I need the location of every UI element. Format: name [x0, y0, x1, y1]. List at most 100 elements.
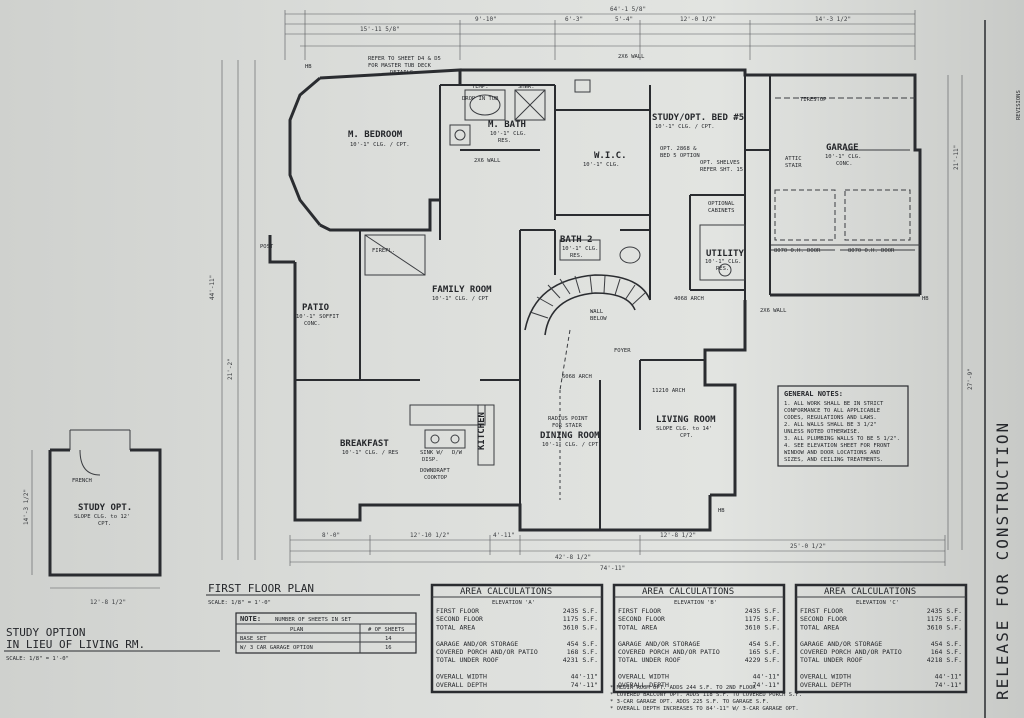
- note-cabinets: CABINETS: [708, 208, 735, 214]
- footnote-1: * MEDIA ROOM OPT. ADDS 244 S.F. TO 2ND F…: [610, 685, 756, 691]
- dim-right-1: 21'-11": [953, 145, 960, 170]
- note-opt-bed-2: BED 5 OPTION: [660, 153, 700, 159]
- dim-top-1: 15'-11 5/8": [360, 26, 400, 33]
- room-bath2-floor: RES.: [570, 253, 583, 259]
- title-first-floor-scale: SCALE: 1/8" = 1'-0": [208, 600, 271, 606]
- area-row-label: FIRST FLOOR: [436, 607, 479, 615]
- dim-bottom-4: 12'-8 1/2": [660, 532, 696, 539]
- note-attic: ATTIC: [785, 156, 802, 162]
- note-2x6-wall-c: 2X6 WALL: [760, 308, 787, 314]
- dim-top-2: 9'-10": [475, 16, 497, 23]
- dim-left-2: 21'-2": [227, 358, 234, 380]
- area-row-label: GARAGE AND/OR STORAGE: [800, 640, 882, 648]
- room-m-bedroom-ceiling: 10'-1" CLG. / CPT.: [350, 142, 410, 148]
- note-cooktop: COOKTOP: [424, 475, 448, 481]
- room-wic: W.I.C.: [594, 151, 627, 161]
- room-m-bath-ceiling: 10'-1" CLG.: [490, 131, 526, 137]
- room-utility-ceiling: 10'-1" CLG.: [705, 259, 741, 265]
- general-note-line-5: UNLESS NOTED OTHERWISE.: [784, 429, 860, 435]
- footnote-3: * 3-CAR GARAGE OPT. ADDS 225 S.F. TO GAR…: [610, 699, 769, 705]
- room-study-bed5-ceiling: 10'-1" CLG. / CPT.: [655, 124, 715, 130]
- area-row-label: TOTAL UNDER ROOF: [436, 656, 499, 664]
- area-row-value: 1175 S.F.: [563, 615, 598, 623]
- area-footnotes: * MEDIA ROOM OPT. ADDS 244 S.F. TO 2ND F…: [610, 685, 802, 712]
- room-wic-ceiling: 10'-1" CLG.: [583, 162, 619, 168]
- general-note-line-9: SIZES, AND CEILING TREATMENTS.: [784, 457, 883, 463]
- note-hb-2: HB: [922, 296, 929, 302]
- dim-bottom-3: 4'-11": [493, 532, 515, 539]
- note-disp: DISP.: [422, 457, 439, 463]
- room-study-opt-floor: CPT.: [98, 521, 111, 527]
- general-notes-title: GENERAL NOTES:: [784, 390, 843, 398]
- note-oh-door-2: 8070 O.H. DOOR: [848, 248, 895, 254]
- dim-bottom-5: 25'-0 1/2": [790, 543, 826, 550]
- area-row-label: COVERED PORCH AND/OR PATIO: [618, 648, 720, 656]
- room-breakfast-ceiling: 10'-1" CLG. / RES: [342, 450, 398, 456]
- note-sink: SINK W/: [420, 450, 443, 456]
- title-study-option: STUDY OPTION: [6, 626, 85, 639]
- area-row-label: SECOND FLOOR: [800, 615, 847, 623]
- sheet-note-row-1-plan: BASE SET: [240, 636, 267, 642]
- dim-bottom-2: 12'-10 1/2": [410, 532, 450, 539]
- sheet-note-row-2-plan: W/ 3 CAR GARAGE OPTION: [240, 645, 313, 651]
- area-row-label: TOTAL AREA: [800, 623, 839, 631]
- area-row-value: 74'-11": [753, 681, 780, 689]
- general-note-line-3: CODES, REGULATIONS AND LAWS.: [784, 415, 877, 421]
- room-kitchen: KITCHEN: [477, 412, 487, 450]
- bottom-dimensions: 8'-0" 12'-10 1/2" 4'-11" 12'-8 1/2" 25'-…: [289, 532, 946, 572]
- area-row-value: 4218 S.F.: [927, 656, 962, 664]
- plan-notes: REFER TO SHEET D4 & D5 FOR MASTER TUB DE…: [260, 54, 929, 514]
- room-family-ceiling: 10'-1" CLG. / CPT: [432, 296, 489, 302]
- area-row-label: TOTAL UNDER ROOF: [618, 656, 681, 664]
- area-row-label: FIRST FLOOR: [800, 607, 843, 615]
- room-patio-soffit: 10'-1" SOFFIT: [296, 314, 340, 320]
- room-study-bed5: STUDY/OPT. BED #5: [652, 113, 744, 123]
- area-row-value: 44'-11": [753, 673, 780, 681]
- sheet-note-subtitle: NUMBER OF SHEETS IN SET: [275, 617, 352, 623]
- area-row-value: 164 S.F.: [931, 648, 962, 656]
- general-note-line-2: CONFORMANCE TO ALL APPLICABLE: [784, 408, 880, 414]
- garage-doors: [774, 97, 915, 241]
- room-patio-floor: CONC.: [304, 321, 321, 327]
- room-m-bedroom: M. BEDROOM: [348, 130, 403, 140]
- note-foyer: FOYER: [614, 348, 631, 354]
- room-patio: PATIO: [302, 303, 330, 313]
- top-dimensions: 64'-1 5/8" 15'-11 5/8" 9'-10" 6'-3" 5'-4…: [284, 6, 916, 60]
- sheet-note-title: NOTE:: [240, 615, 261, 623]
- dim-top-5: 12'-0 1/2": [680, 16, 716, 23]
- note-2x6-wall-a: 2X6 WALL: [618, 54, 645, 60]
- area-row-label: TOTAL AREA: [436, 623, 475, 631]
- room-labels: M. BEDROOM 10'-1" CLG. / CPT. M. BATH 10…: [296, 113, 861, 456]
- note-refer: REFER TO SHEET D4 & D5: [368, 56, 441, 62]
- room-living-ceiling: SLOPE CLG. to 14': [656, 426, 712, 432]
- right-dimensions: 21'-11" 27'-9": [947, 75, 974, 550]
- sheet-note-row-2-count: 16: [385, 645, 392, 651]
- note-refer-2: FOR MASTER TUB DECK: [368, 63, 432, 69]
- room-utility: UTILITY: [706, 249, 745, 259]
- note-arch-1: 6068 ARCH: [562, 374, 592, 380]
- area-row-value: 165 S.F.: [749, 648, 780, 656]
- area-row-value: 454 S.F.: [749, 640, 780, 648]
- dim-bottom-overall: 74'-11": [600, 565, 625, 572]
- note-fireplace: FIREPL.: [372, 248, 395, 254]
- general-note-line-1: 1. ALL WORK SHALL BE IN STRICT: [784, 401, 884, 407]
- note-oh-door-1: 8070 O.H. DOOR: [774, 248, 821, 254]
- interior-walls: [295, 75, 771, 530]
- general-note-line-8: WINDOW AND DOOR LOCATIONS AND: [784, 450, 880, 456]
- note-opt-shelves-2: REFER SHT. 15: [700, 167, 743, 173]
- area-row-value: 4229 S.F.: [745, 656, 780, 664]
- area-row-label: TOTAL AREA: [618, 623, 657, 631]
- dim-bottom-1: 8'-0": [322, 532, 340, 539]
- area-row-label: FIRST FLOOR: [618, 607, 661, 615]
- general-note-line-6: 3. ALL PLUMBING WALLS TO BE 5 1/2".: [784, 436, 900, 442]
- area-row-label: OVERALL WIDTH: [618, 673, 669, 681]
- room-m-bath-floor: RES.: [498, 138, 511, 144]
- area-row-value: 2435 S.F.: [927, 607, 962, 615]
- note-below: BELOW: [590, 316, 607, 322]
- dim-bottom-6: 42'-8 1/2": [555, 554, 591, 561]
- sheet-note-col-plan: PLAN: [290, 627, 303, 633]
